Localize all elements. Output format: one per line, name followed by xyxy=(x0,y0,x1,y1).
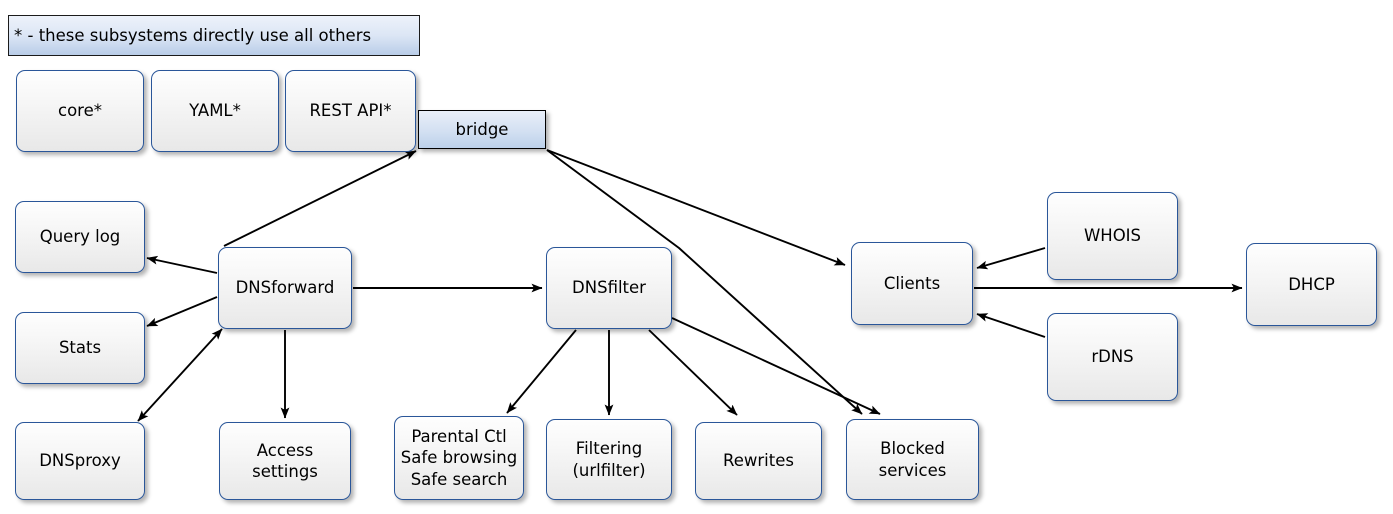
node-label: DNSforward xyxy=(235,278,335,298)
node-label: rDNS xyxy=(1091,347,1134,367)
node-blocked[interactable]: Blocked services xyxy=(846,419,979,500)
node-label: WHOIS xyxy=(1083,226,1142,246)
node-parental[interactable]: Parental Ctl Safe browsing Safe search xyxy=(394,416,524,500)
edge-dnsforward-to-dnsproxy xyxy=(137,328,223,422)
node-core[interactable]: core* xyxy=(16,70,144,152)
node-label: Blocked services xyxy=(878,439,947,480)
edge-dnsforward-to-bridge xyxy=(223,150,417,247)
node-clients[interactable]: Clients xyxy=(851,242,973,325)
node-label: DNSfilter xyxy=(572,278,646,298)
node-label: Clients xyxy=(883,273,941,293)
node-label: bridge xyxy=(455,119,509,139)
node-bridge[interactable]: bridge xyxy=(418,110,546,149)
edge-dnsfilter-to-rewrites xyxy=(648,329,738,416)
node-dnsfilter[interactable]: DNSfilter xyxy=(546,247,672,329)
node-rewrites[interactable]: Rewrites xyxy=(695,422,822,500)
node-label: Access settings xyxy=(252,440,318,481)
node-label: YAML* xyxy=(189,101,241,121)
node-dnsforward[interactable]: DNSforward xyxy=(218,247,352,329)
node-label: REST API* xyxy=(309,101,392,121)
node-whois[interactable]: WHOIS xyxy=(1047,192,1178,280)
edge-whois-to-clients xyxy=(976,247,1046,270)
node-label: Query log xyxy=(39,227,121,247)
node-querylog[interactable]: Query log xyxy=(15,201,145,273)
node-restapi[interactable]: REST API* xyxy=(285,70,416,152)
node-label: Filtering (urlfilter) xyxy=(572,439,646,480)
node-yaml[interactable]: YAML* xyxy=(151,70,279,152)
node-dhcp[interactable]: DHCP xyxy=(1246,243,1377,326)
edge-dnsforward-to-querylog xyxy=(146,255,218,274)
node-label: Stats xyxy=(58,338,102,358)
node-access[interactable]: Access settings xyxy=(219,422,351,500)
node-label: DNSproxy xyxy=(39,451,121,471)
edge-dnsfilter-to-parental xyxy=(506,329,577,414)
edge-rdns-to-clients xyxy=(976,313,1046,338)
edge-dnsfilter-to-blocked xyxy=(671,317,881,415)
node-label: Rewrites xyxy=(723,451,794,471)
legend-note-text: * - these subsystems directly use all ot… xyxy=(14,26,372,45)
edge-dnsforward-to-stats xyxy=(146,296,218,327)
node-label: Parental Ctl Safe browsing Safe search xyxy=(400,427,518,489)
node-stats[interactable]: Stats xyxy=(15,312,145,384)
legend-note: * - these subsystems directly use all ot… xyxy=(8,15,420,56)
node-dnsproxy[interactable]: DNSproxy xyxy=(15,422,145,500)
node-label: core* xyxy=(58,101,102,121)
node-rdns[interactable]: rDNS xyxy=(1047,313,1178,401)
node-filtering[interactable]: Filtering (urlfilter) xyxy=(546,419,672,500)
node-label: DHCP xyxy=(1288,274,1335,294)
